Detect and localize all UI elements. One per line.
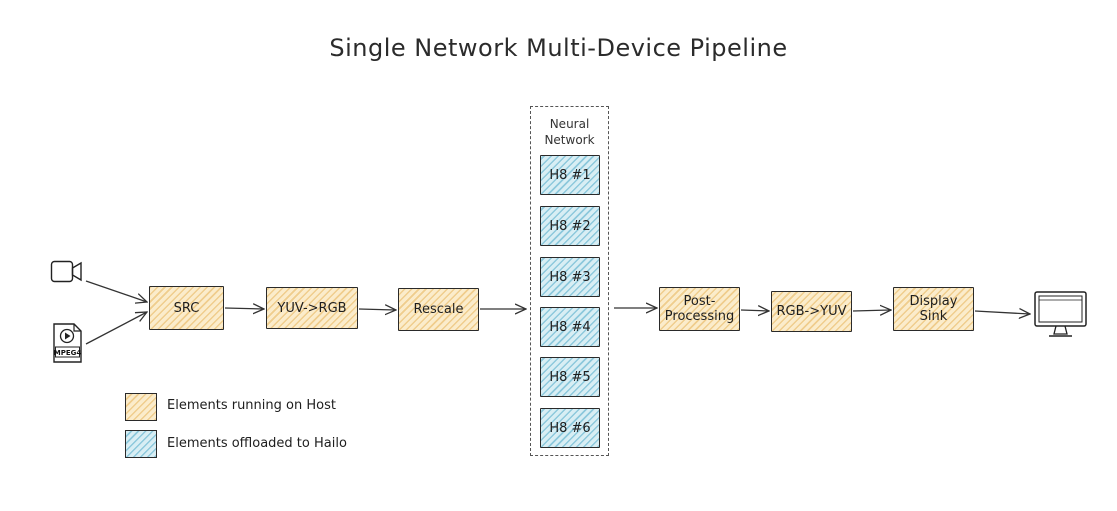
monitor-icon xyxy=(1034,291,1087,337)
neural-network-label-line-2: Network xyxy=(544,133,595,147)
node-display-sink-label-line-1: Display xyxy=(909,294,958,309)
neural-network-label: Neural Network xyxy=(530,116,609,148)
device-h8-5: H8 #5 xyxy=(540,357,600,397)
mpeg-file-label: MPEG4 xyxy=(54,349,82,357)
node-display-sink-label-line-2: Sink xyxy=(919,309,948,324)
node-yuv-to-rgb-label: YUV->RGB xyxy=(277,300,347,316)
arrow-file-to-src xyxy=(85,312,147,345)
arrow-post-to-rgbyuv xyxy=(740,310,769,311)
node-src-label: SRC xyxy=(173,300,200,316)
node-src: SRC xyxy=(149,286,224,330)
node-post-processing: Post- Processing xyxy=(659,287,740,331)
legend-host-label: Elements running on Host xyxy=(167,398,336,413)
diagram-title: Single Network Multi-Device Pipeline xyxy=(329,34,788,62)
arrow-yuv-to-rescale xyxy=(358,309,396,310)
arrow-display-to-monitor xyxy=(974,311,1030,314)
mpeg-file-icon: MPEG4 xyxy=(53,323,82,363)
node-yuv-to-rgb: YUV->RGB xyxy=(266,287,358,329)
arrow-camera-to-src xyxy=(85,280,147,302)
node-rgb-to-yuv: RGB->YUV xyxy=(771,291,852,332)
device-h8-6: H8 #6 xyxy=(540,408,600,448)
device-h8-3: H8 #3 xyxy=(540,257,600,297)
camera-icon xyxy=(50,260,82,283)
device-h8-6-label: H8 #6 xyxy=(549,420,591,436)
node-post-processing-label-line-2: Processing xyxy=(664,309,735,324)
neural-network-label-line-1: Neural xyxy=(549,117,590,131)
device-h8-2: H8 #2 xyxy=(540,206,600,246)
device-h8-3-label: H8 #3 xyxy=(549,269,591,285)
neural-network-group xyxy=(530,106,609,456)
arrow-src-to-yuv xyxy=(224,308,264,309)
device-h8-1-label: H8 #1 xyxy=(549,167,591,183)
legend-hailo-label: Elements offloaded to Hailo xyxy=(167,436,347,451)
node-rescale: Rescale xyxy=(398,288,479,331)
device-h8-2-label: H8 #2 xyxy=(549,218,591,234)
node-rgb-to-yuv-label: RGB->YUV xyxy=(776,304,847,319)
device-h8-4-label: H8 #4 xyxy=(549,319,591,335)
node-rescale-label: Rescale xyxy=(413,302,464,317)
legend-host-swatch xyxy=(125,393,157,421)
node-display-sink: Display Sink xyxy=(893,287,974,331)
device-h8-5-label: H8 #5 xyxy=(549,369,591,385)
node-post-processing-label-line-1: Post- xyxy=(683,294,716,309)
arrow-rgbyuv-to-display xyxy=(852,310,891,311)
device-h8-1: H8 #1 xyxy=(540,155,600,195)
legend-hailo-swatch xyxy=(125,430,157,458)
device-h8-4: H8 #4 xyxy=(540,307,600,347)
